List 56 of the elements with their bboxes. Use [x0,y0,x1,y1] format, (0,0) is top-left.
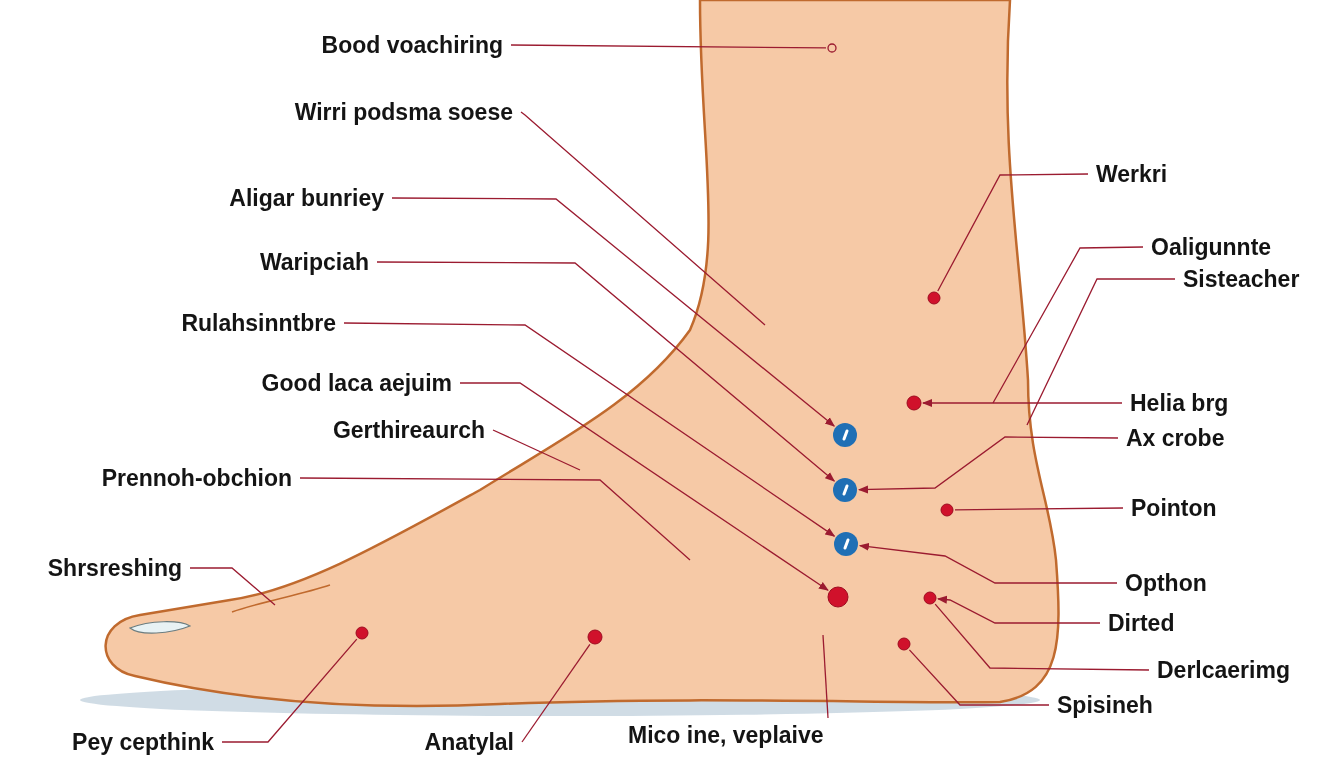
marker-dot [897,637,911,651]
part-label: Prennoh-obchion [101,464,292,492]
part-label: Pey cepthink [72,728,214,756]
marker-dot [355,626,369,640]
part-label: Dirted [1108,609,1175,637]
leader-line [922,399,1123,407]
marker-dot [833,478,857,502]
marker-dot [923,591,937,605]
leader-line [934,603,1150,671]
part-label: Wirri podsma soese [294,98,513,126]
leader-line [343,322,836,537]
part-label: Anatylal [424,728,514,756]
leader-line [189,567,276,606]
leader-line [937,173,1089,292]
part-label: Rulahsinntbre [181,309,336,337]
leader-line [376,261,836,482]
leader-line [520,111,766,326]
leader-line [992,246,1144,404]
part-label: Waripciah [259,248,369,276]
part-label: Shrsreshing [47,554,182,582]
part-label: Werkri [1096,160,1168,188]
leader-line [459,382,829,591]
leader-line [521,643,591,743]
leader-line [221,638,358,743]
marker-dot [906,395,922,411]
leader-line [858,542,1118,584]
part-label: Good laca aejuim [261,369,452,397]
part-label: Bood voachiring [321,31,503,59]
leader-line [299,477,691,561]
part-label: Opthon [1125,569,1207,597]
part-label: Mico ine, veplaive [628,721,824,749]
marker-dot [833,423,857,447]
part-label: Ax crobe [1126,424,1225,452]
part-label: Pointon [1131,494,1217,522]
marker-dot [587,629,603,645]
leader-line [492,429,581,471]
part-label: Aligar bunriey [229,184,384,212]
marker-ring [827,43,837,53]
leader-line [858,436,1119,494]
part-label: Sisteacher [1183,265,1300,293]
leader-line [822,634,829,719]
part-label: Gerthireaurch [332,416,485,444]
leader-line [937,595,1101,624]
marker-dot [827,586,849,608]
marker-dot [927,291,941,305]
part-label: Helia brg [1130,389,1229,417]
part-label: Spisineh [1057,691,1153,719]
leader-line [908,649,1050,706]
leader-line [954,507,1124,511]
leader-line [391,197,835,427]
leader-line [1026,278,1176,426]
leader-line [510,44,827,49]
part-label: Derlcaerimg [1157,656,1290,684]
marker-dot [834,532,858,556]
part-label: Oaligunnte [1151,233,1272,261]
marker-dot [940,503,954,517]
